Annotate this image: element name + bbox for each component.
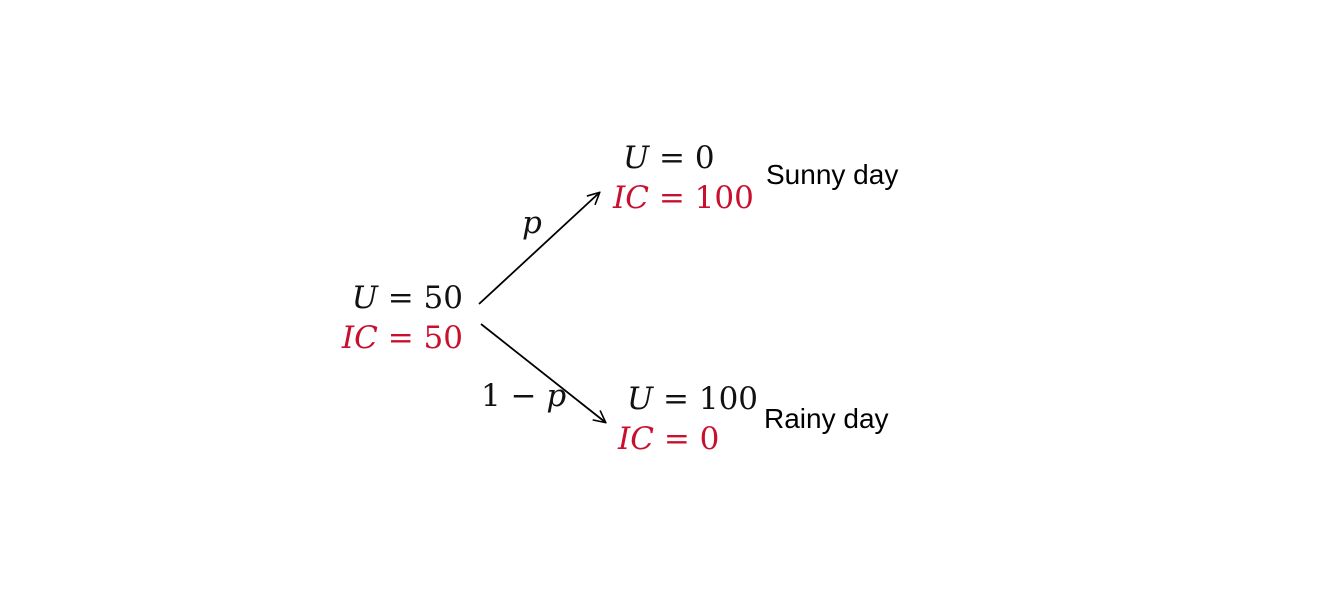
sunny-utility-value: 0 [694, 140, 715, 176]
rainy-utility-value: 100 [698, 381, 759, 417]
sunny-ic-var: IC [613, 180, 649, 216]
arrow-to-sunny [478, 193, 599, 305]
root-ic-value: 50 [423, 320, 463, 356]
probability-rainy: 1 − p [481, 381, 566, 412]
sunny-utility-equals: = [659, 140, 685, 176]
sunny-ic: IC = 100 [613, 183, 754, 214]
root-ic-equals: = [387, 320, 414, 356]
sunny-utility-var: U [623, 140, 650, 176]
rainy-ic-var: IC [618, 421, 654, 457]
root-utility-value: 50 [423, 280, 463, 316]
rainy-ic: IC = 0 [618, 424, 719, 455]
probability-rainy-prefix: 1 − [481, 378, 547, 414]
sunny-utility: U = 0 [623, 143, 715, 174]
probability-sunny: p [522, 208, 542, 239]
rainy-utility-var: U [627, 381, 654, 417]
rainy-utility-equals: = [663, 381, 689, 417]
root-ic: IC = 50 [342, 323, 463, 354]
arrow-to-rainy [480, 323, 605, 422]
root-ic-var: IC [341, 320, 378, 356]
root-utility: U = 50 [352, 283, 463, 314]
sunny-ic-value: 100 [694, 180, 754, 216]
sunny-ic-equals: = [658, 180, 685, 216]
rainy-day-label: Rainy day [764, 403, 889, 434]
rainy-ic-equals: = [663, 421, 690, 457]
root-utility-equals: = [387, 280, 414, 316]
probability-rainy-var: p [546, 378, 567, 414]
rainy-utility: U = 100 [627, 384, 758, 415]
probability-sunny-var: p [522, 205, 542, 241]
root-utility-var: U [351, 280, 378, 316]
sunny-day-label: Sunny day [766, 159, 899, 190]
rainy-ic-value: 0 [699, 421, 720, 457]
